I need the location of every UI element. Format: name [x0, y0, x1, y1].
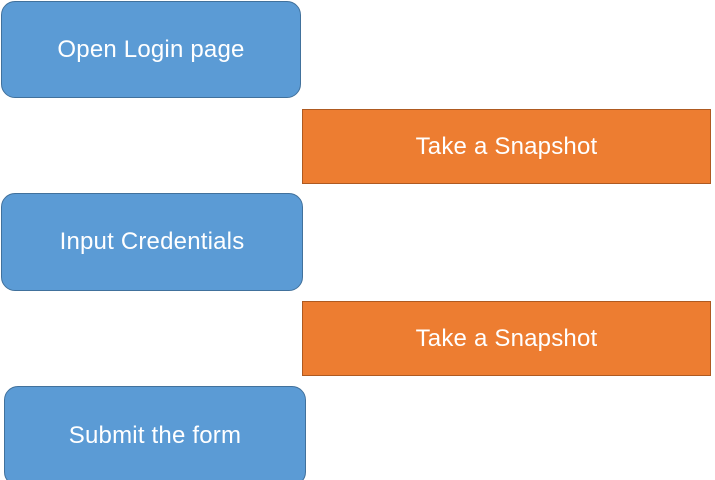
step-input-credentials: Input Credentials — [1, 193, 303, 291]
step-open-login-page: Open Login page — [1, 1, 301, 98]
step-label: Input Credentials — [59, 228, 245, 255]
step-label: Submit the form — [68, 422, 242, 449]
snapshot-label: Take a Snapshot — [415, 324, 598, 352]
step-label: Open Login page — [57, 35, 245, 63]
step-submit-the-form: Submit the form — [4, 386, 306, 480]
snapshot-label: Take a Snapshot — [415, 132, 598, 160]
snapshot-box-2: Take a Snapshot — [302, 301, 711, 376]
snapshot-box-1: Take a Snapshot — [302, 109, 711, 184]
